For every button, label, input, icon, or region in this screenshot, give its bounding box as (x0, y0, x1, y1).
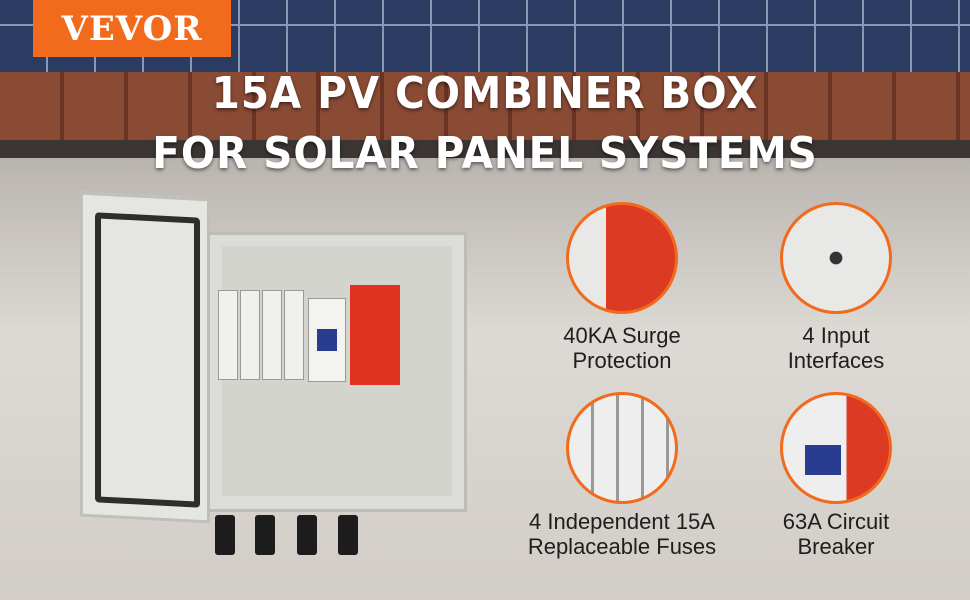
input-connector (215, 515, 235, 555)
gutter-background (0, 140, 970, 158)
input-connectors-closeup (780, 202, 892, 314)
fuse (284, 290, 304, 380)
surge-protector-closeup (566, 202, 678, 314)
input-connector (297, 515, 317, 555)
input-connector (255, 515, 275, 555)
fuse (240, 290, 260, 380)
headline-line2: FOR SOLAR PANEL SYSTEMS (152, 128, 818, 179)
headline-line1: 15A PV COMBINER BOX (211, 68, 759, 119)
input-connector (338, 515, 358, 555)
door-gasket (95, 212, 200, 508)
circuit-breaker-closeup (780, 392, 892, 504)
fuse (262, 290, 282, 380)
roof-tiles-background (0, 72, 970, 144)
surge-protector (350, 285, 400, 385)
circuit-breaker (308, 298, 346, 382)
fuses-closeup (566, 392, 678, 504)
fuse (218, 290, 238, 380)
vevor-logo: VEVOR (33, 0, 231, 57)
